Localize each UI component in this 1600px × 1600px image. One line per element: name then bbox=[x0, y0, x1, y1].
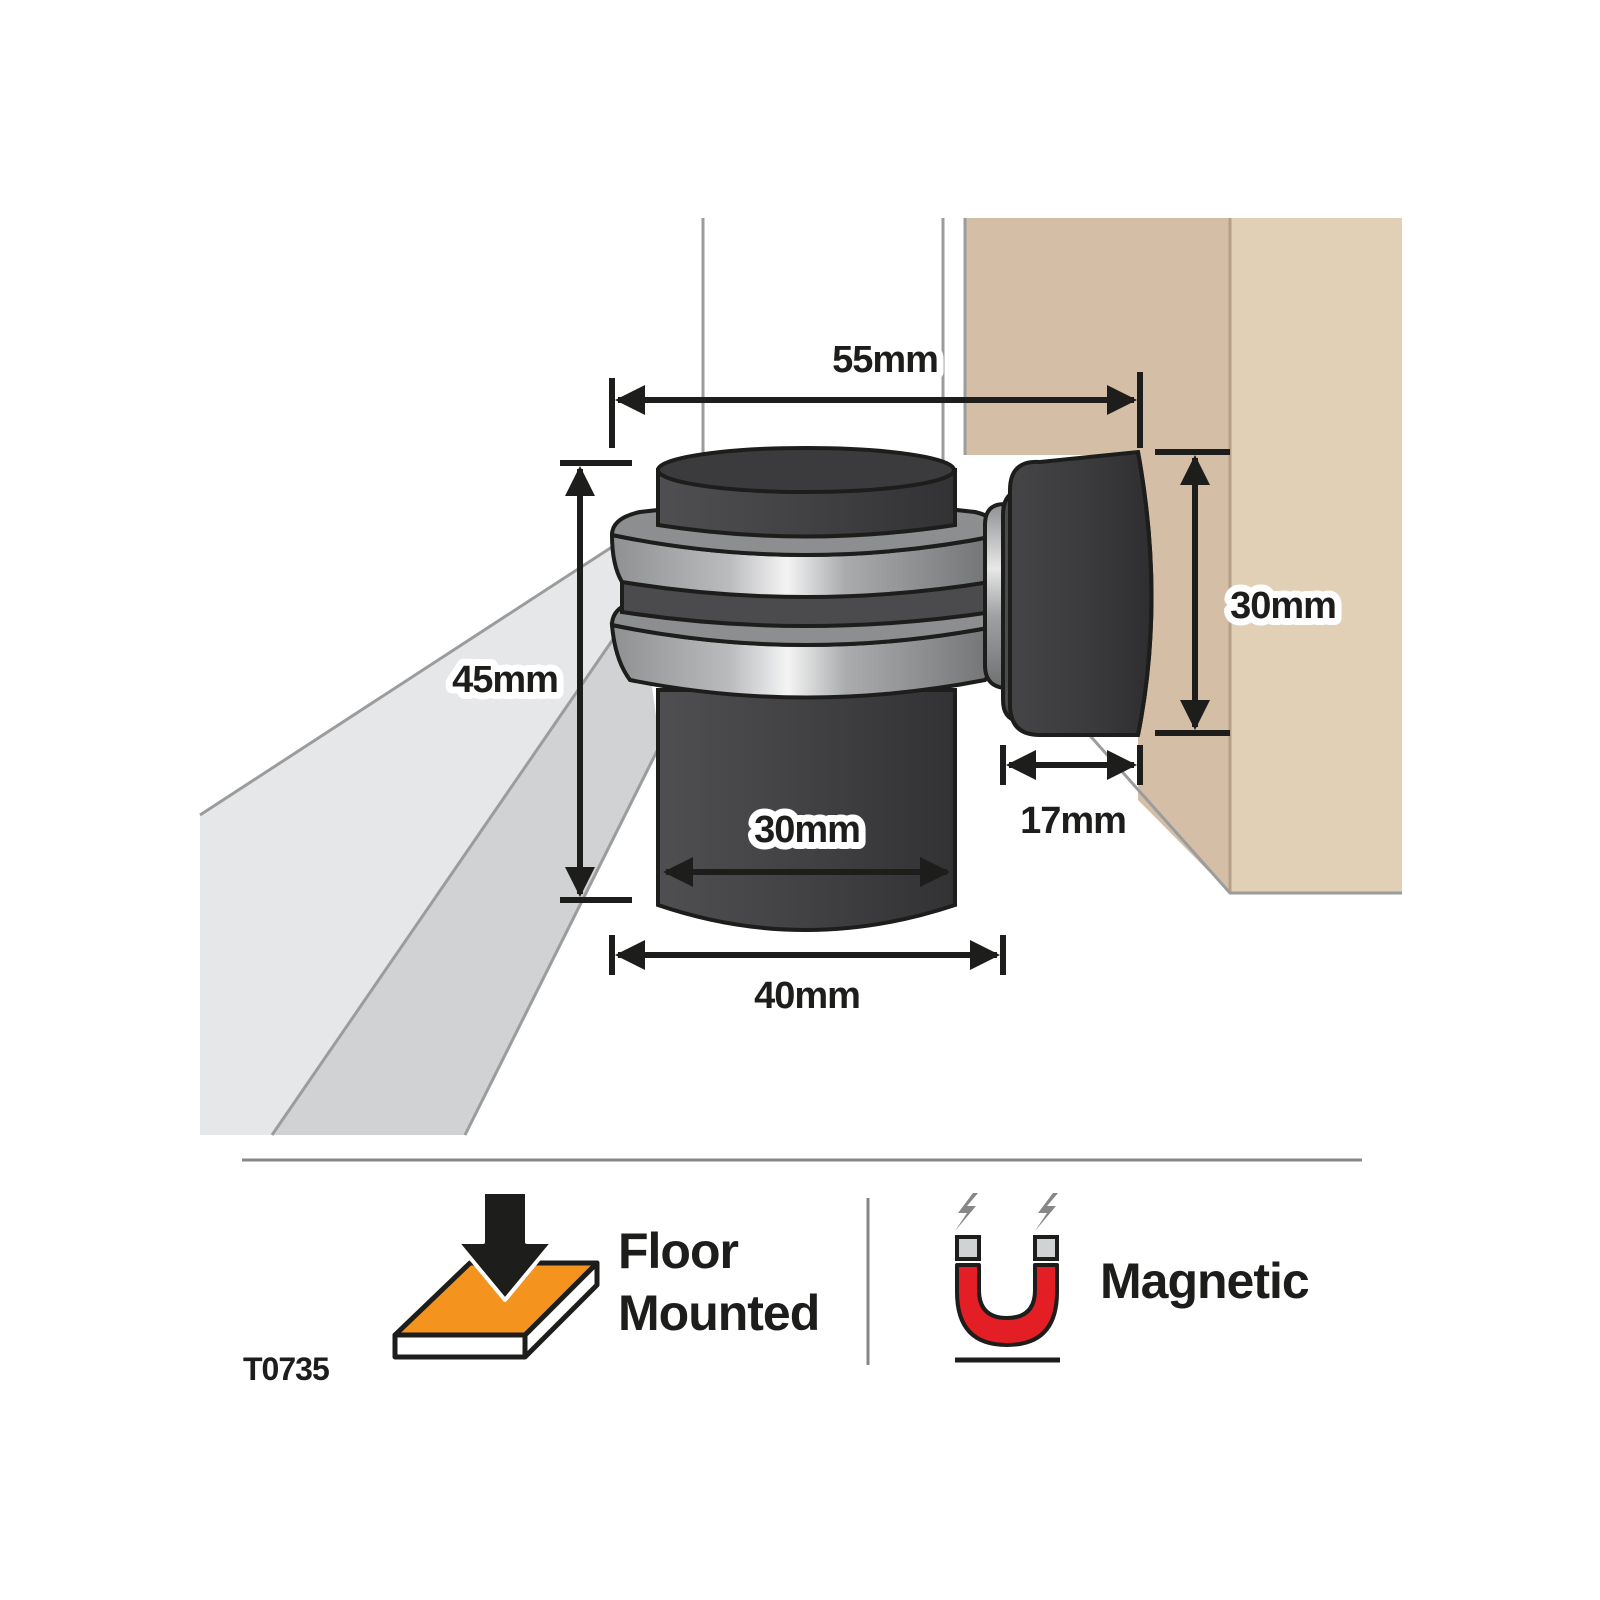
catch-body bbox=[1008, 449, 1154, 737]
label-height: 45mm bbox=[452, 659, 558, 701]
wall-panel-right bbox=[1230, 218, 1402, 893]
floor-door-stop bbox=[609, 446, 1006, 932]
floor-label-line2: Mounted bbox=[618, 1285, 819, 1341]
wall-catch bbox=[983, 449, 1154, 737]
product-code: T0735 bbox=[243, 1351, 329, 1387]
magnetic-label: Magnetic bbox=[1100, 1253, 1309, 1309]
horseshoe-magnet-icon bbox=[955, 1235, 1060, 1363]
floor-light-region bbox=[200, 545, 640, 1135]
lightning-icon bbox=[1035, 1193, 1058, 1231]
floor-mid-region bbox=[272, 600, 660, 1135]
stop-top-cap-face bbox=[656, 446, 956, 494]
floor-edge-line bbox=[199, 543, 616, 817]
lightning-icon bbox=[955, 1193, 978, 1231]
label-wall-depth: 17mm bbox=[1020, 800, 1126, 842]
label-body-diameter: 30mm bbox=[754, 809, 860, 851]
catch-face-edge bbox=[1136, 451, 1154, 736]
dimension-lines bbox=[560, 372, 1230, 975]
skirting-line-2 bbox=[463, 744, 662, 1136]
wall-base-line bbox=[1083, 729, 1402, 895]
label-wall-diameter: 30mm bbox=[1230, 585, 1336, 627]
floor-label-line1: Floor bbox=[618, 1223, 739, 1279]
arrow-down-icon bbox=[455, 1190, 555, 1302]
floor-mounted-feature: Floor Mounted bbox=[392, 1190, 820, 1360]
magnetic-feature: Magnetic bbox=[955, 1193, 1310, 1363]
label-overall-width: 55mm bbox=[832, 339, 938, 381]
dimension-labels: 55mm 45mm 30mm 17mm 30mm 40mm bbox=[445, 332, 1344, 1017]
scene-background bbox=[199, 218, 1402, 1136]
floor-plate-icon bbox=[392, 1260, 600, 1360]
label-base-diameter: 40mm bbox=[754, 975, 860, 1017]
